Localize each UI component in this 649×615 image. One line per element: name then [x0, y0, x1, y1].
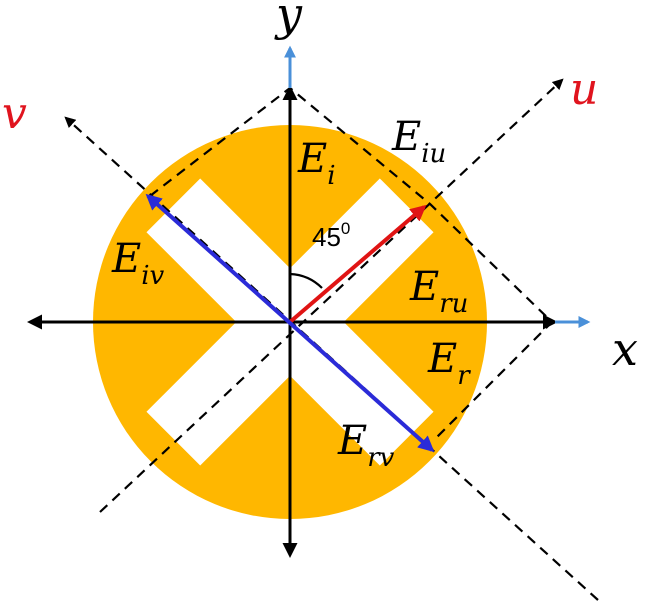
u-axis-label: u [570, 64, 598, 115]
v-component-arrow [145, 193, 435, 453]
label-E-ru: Eru [409, 264, 468, 319]
label-E-i: Ei [297, 136, 336, 191]
y-axis-label: y [274, 0, 303, 41]
x-axis-label: x [612, 322, 638, 376]
label-E-rv: Erv [337, 418, 395, 473]
label-E-iv: Eiv [111, 236, 165, 291]
label-E-r: Er [427, 336, 471, 391]
angle-label: 450 [312, 219, 350, 252]
angle-arc [289, 272, 323, 289]
v-axis-label: v [2, 88, 27, 139]
label-E-iu: Eiu [391, 114, 446, 169]
